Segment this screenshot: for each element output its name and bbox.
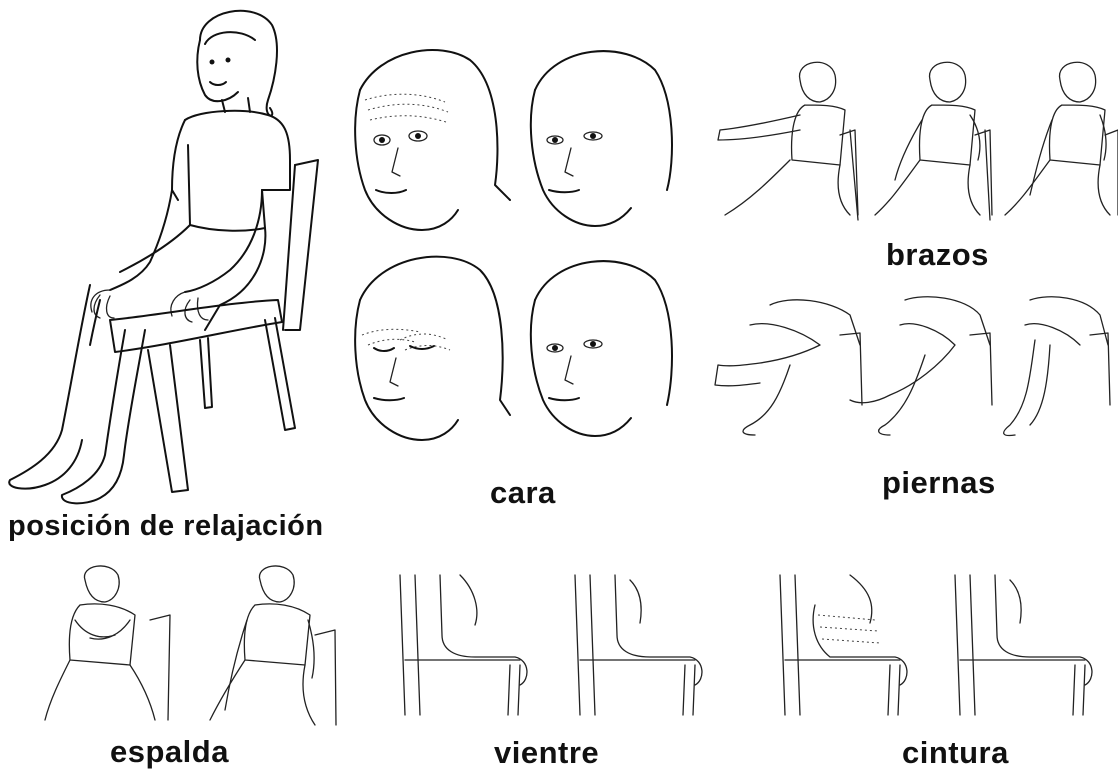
belly-illustrations xyxy=(399,574,703,716)
face-tense-forehead xyxy=(354,49,511,231)
waist-illustrations xyxy=(779,574,1093,716)
waist-exercise-2 xyxy=(954,574,1093,716)
face-tense-eyes xyxy=(354,255,511,441)
relaxation-label: posición de relajación xyxy=(8,510,324,542)
arm-exercise-3 xyxy=(1004,61,1118,216)
legs-panel: piernas xyxy=(710,285,1118,505)
face-panel: cara xyxy=(340,30,680,520)
back-label: espalda xyxy=(110,734,229,769)
back-exercise-2 xyxy=(209,565,337,726)
waist-label: cintura xyxy=(902,735,1009,770)
back-panel: espalda xyxy=(40,560,340,783)
face-illustrations xyxy=(354,49,673,441)
arms-illustrations xyxy=(717,61,1118,221)
leg-exercise-3 xyxy=(1003,296,1111,437)
waist-exercise-1 xyxy=(779,574,908,716)
belly-panel: vientre xyxy=(380,565,720,783)
belly-exercise-2 xyxy=(574,574,703,716)
leg-exercise-2 xyxy=(849,296,993,436)
legs-label: piernas xyxy=(882,465,996,500)
seated-woman-illustration xyxy=(8,9,319,505)
arms-panel: brazos xyxy=(710,50,1118,290)
belly-label: vientre xyxy=(494,735,600,770)
waist-panel: cintura xyxy=(760,565,1118,783)
belly-exercise-1 xyxy=(399,574,528,716)
relaxation-panel: posición de relajación xyxy=(0,0,330,542)
face-relaxed-2 xyxy=(529,260,673,437)
back-illustrations xyxy=(44,565,337,726)
leg-exercise-1 xyxy=(714,299,863,436)
face-relaxed-1 xyxy=(529,50,673,227)
arm-exercise-1 xyxy=(717,61,859,221)
arm-exercise-2 xyxy=(874,61,993,221)
face-label: cara xyxy=(490,475,556,510)
arms-label: brazos xyxy=(886,237,989,272)
legs-illustrations xyxy=(714,296,1111,437)
back-exercise-1 xyxy=(44,565,171,721)
